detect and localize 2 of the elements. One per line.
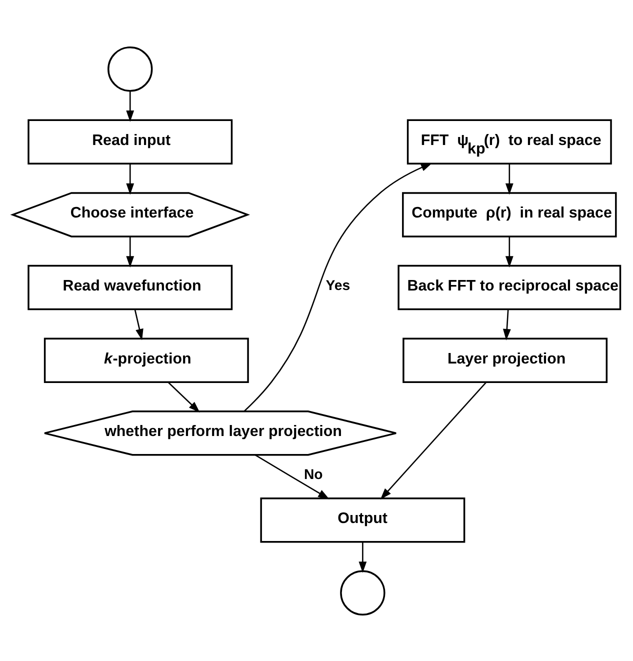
edge-label: Yes [326, 276, 350, 293]
edge-label: No [304, 466, 323, 482]
